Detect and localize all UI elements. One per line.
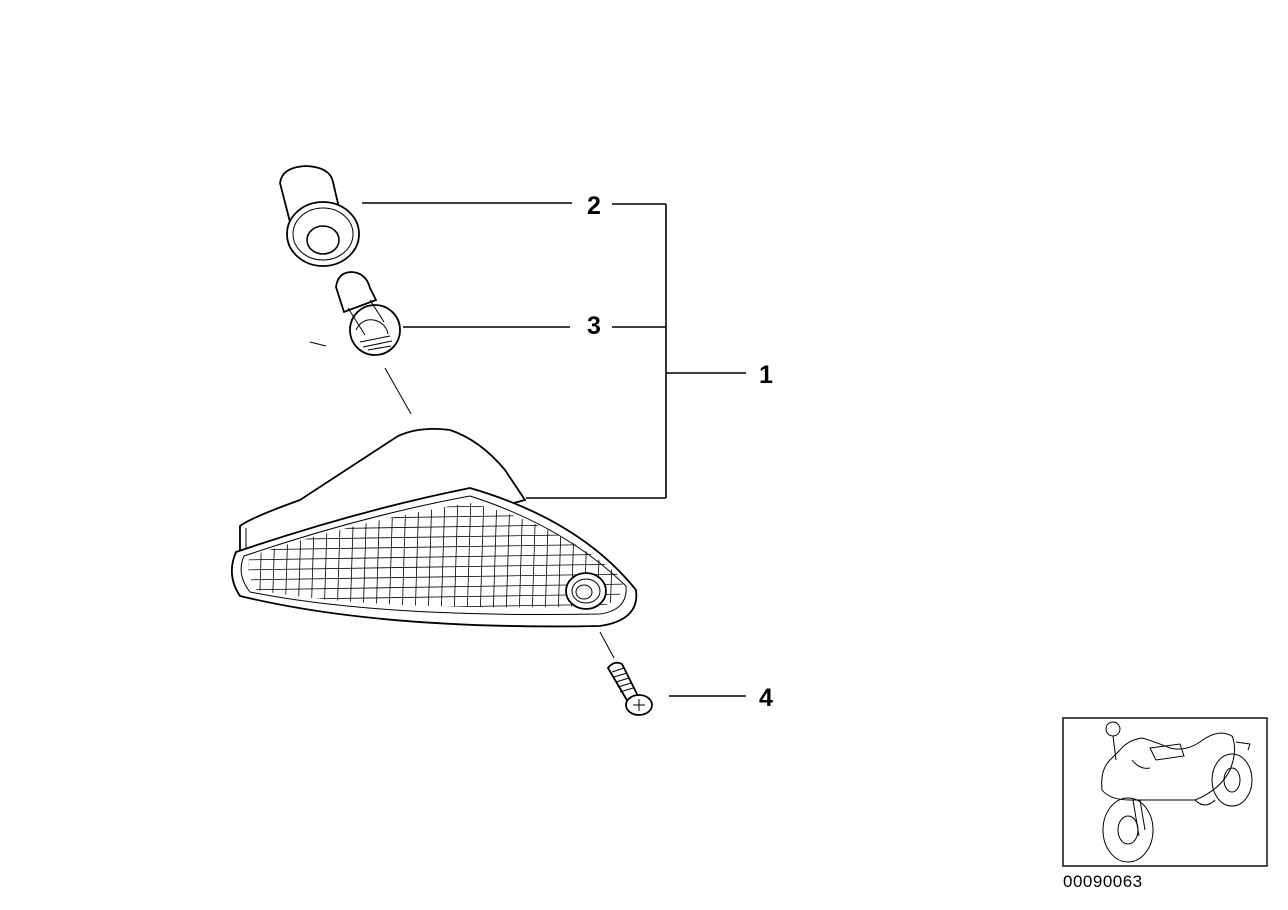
lens-grid-line <box>248 553 623 561</box>
lens-grid-line <box>427 503 433 608</box>
lens-grid-line <box>479 503 485 608</box>
lens-grid-line <box>453 503 459 608</box>
leader-lines <box>362 202 746 697</box>
bulb-socket-part[interactable] <box>279 165 360 267</box>
lens-grid-line <box>440 503 446 608</box>
bulb-part[interactable] <box>335 271 401 356</box>
turn-signal-lens-part[interactable] <box>230 427 638 628</box>
lens-grid-line <box>466 503 472 608</box>
callout-3[interactable]: 3 <box>587 312 601 340</box>
thumbnail-frame <box>1062 717 1268 867</box>
callout-1[interactable]: 1 <box>759 361 773 389</box>
lens-grid-line <box>248 583 623 591</box>
screw-part[interactable] <box>606 661 653 716</box>
lens-grid-line <box>248 563 623 571</box>
lens-grid-line <box>248 573 623 581</box>
callout-4[interactable]: 4 <box>759 684 773 712</box>
motorcycle-icon <box>1101 721 1253 863</box>
callout-2[interactable]: 2 <box>587 192 601 220</box>
diagram-code: 00090063 <box>1063 872 1143 891</box>
lens-grid-line <box>248 543 623 551</box>
